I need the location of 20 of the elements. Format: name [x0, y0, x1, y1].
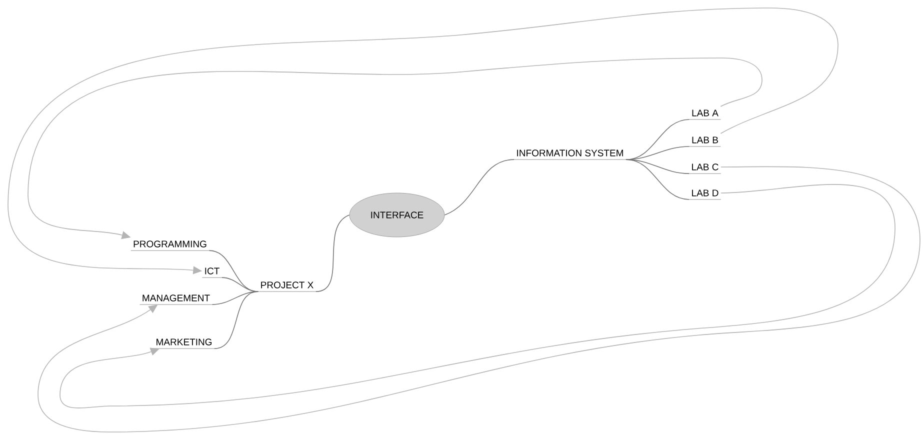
branch-line [212, 291, 259, 305]
topic-label: LAB D [688, 190, 722, 200]
topic-label: ICT [202, 268, 222, 278]
relationship-arrow [8, 8, 838, 274]
branch-line [626, 159, 690, 200]
branch-line [626, 159, 690, 174]
topic-label: MARKETING [153, 338, 215, 349]
topic-label: MANAGEMENT [140, 294, 212, 305]
topic-label: LAB C [688, 164, 722, 174]
topic-label: PROJECT X [258, 282, 316, 292]
relationship-arrow [60, 184, 896, 408]
branch-line [626, 146, 690, 160]
topic-label: PROGRAMMING [130, 240, 210, 251]
topic-label: INFORMATION SYSTEM [514, 150, 626, 160]
branch-line [444, 159, 514, 216]
topic-label: LAB A [689, 110, 721, 120]
relationship-arrow [38, 166, 920, 432]
branch-line [214, 291, 259, 349]
branch-line [315, 214, 350, 292]
topic-label: LAB B [689, 136, 721, 147]
